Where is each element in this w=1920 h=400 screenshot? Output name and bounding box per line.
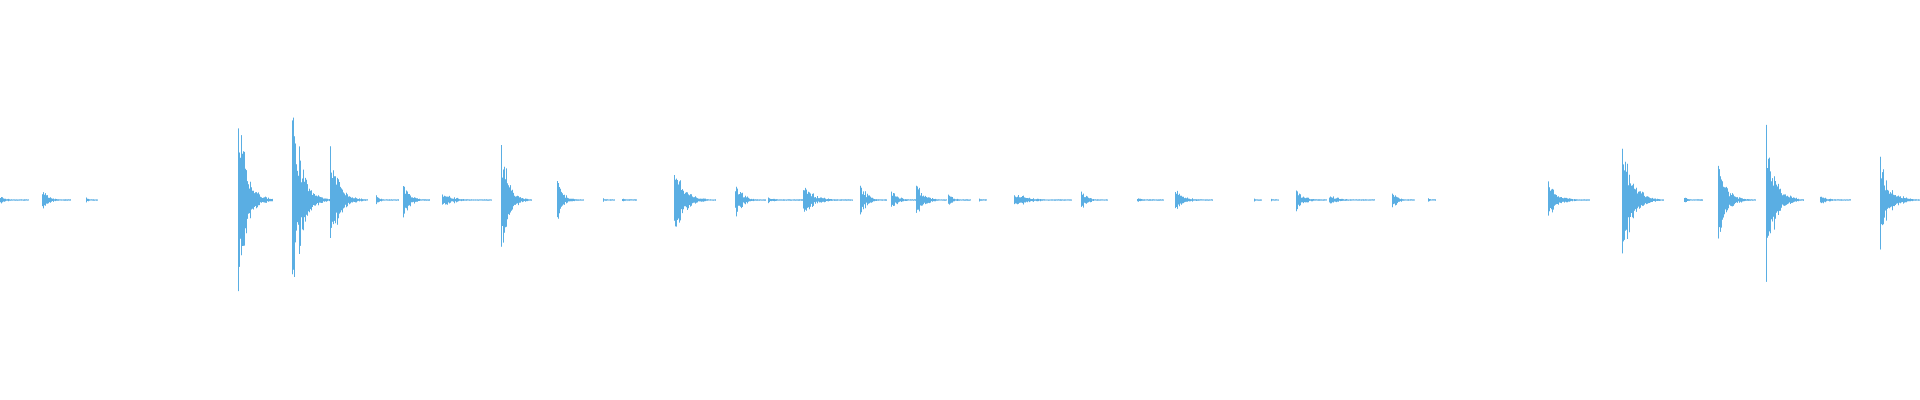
waveform-burst [603,198,615,202]
waveform-burst-peaks [735,186,766,217]
waveform-burst [674,175,716,227]
waveform-burst-peaks [42,192,71,209]
waveform-burst [1820,196,1851,204]
waveform-burst-peaks [1081,191,1108,208]
waveform-burst-peaks [403,186,430,218]
waveform-burst-peaks [916,185,947,213]
waveform-burst-peaks [860,185,887,215]
waveform-burst-peaks [1820,196,1851,204]
waveform-burst-peaks [1329,196,1375,204]
waveform-burst [1014,195,1072,205]
waveform-burst [1622,148,1664,254]
waveform-burst-peaks [1271,198,1279,202]
waveform-burst [557,181,584,219]
waveform-burst-peaks [0,197,29,204]
waveform-burst [768,197,803,204]
waveform-burst [1718,165,1756,239]
waveform-burst-peaks [803,187,853,212]
waveform-burst [1766,124,1804,282]
waveform-burst [330,146,368,238]
waveform-burst-peaks [442,194,492,205]
waveform-burst-peaks [330,146,368,238]
waveform-burst [1428,198,1436,202]
waveform-burst-peaks [768,197,803,204]
waveform-burst [1329,196,1375,204]
waveform-burst-peaks [674,175,716,227]
waveform-burst-peaks [1718,165,1756,239]
waveform-burst [1081,191,1108,208]
waveform-burst [916,185,947,213]
waveform-burst [442,194,492,205]
waveform-burst-peaks [1548,181,1590,216]
waveform-burst-peaks [557,181,584,219]
waveform-burst-peaks [292,117,330,277]
waveform-burst-peaks [501,145,532,247]
waveform-burst-peaks [979,198,987,202]
waveform-burst [1392,193,1415,208]
waveform-burst-peaks [948,194,971,205]
waveform-burst-peaks [622,198,637,202]
waveform-burst-peaks [86,197,98,203]
waveform-burst [948,194,971,205]
waveform-burst-peaks [1014,195,1072,205]
waveform-burst [403,186,430,218]
waveform-peaks [0,117,1920,292]
waveform-burst-peaks [1428,198,1436,202]
waveform-burst-peaks [1766,124,1804,282]
waveform-burst [735,186,766,217]
waveform-burst-peaks [238,128,273,292]
waveform-burst-peaks [1392,193,1415,208]
waveform-burst [803,187,853,212]
waveform-burst [1296,190,1327,212]
waveform-burst [1175,190,1213,209]
waveform-burst [1548,181,1590,216]
waveform-burst-peaks [1880,156,1920,250]
waveform-burst-peaks [603,198,615,202]
waveform-burst [0,197,29,204]
waveform-burst-peaks [1254,198,1262,202]
waveform-burst-peaks [1684,197,1703,203]
waveform-burst-peaks [1137,198,1164,202]
waveform-burst [376,195,399,205]
waveform-burst [238,128,273,292]
waveform-burst [42,192,71,209]
waveform-burst [501,145,532,247]
waveform-burst [1137,198,1164,202]
waveform-burst-peaks [376,195,399,205]
waveform-burst [1254,198,1262,202]
waveform-burst [979,198,987,202]
waveform-burst-peaks [1296,190,1327,212]
waveform-burst [860,185,887,215]
waveform-burst [86,197,98,203]
waveform-burst [1271,198,1279,202]
waveform-burst [1684,197,1703,203]
waveform-burst-peaks [1622,148,1664,254]
waveform-burst [292,117,330,277]
waveform-burst-peaks [1175,190,1213,209]
waveform-burst [622,198,637,202]
waveform-burst [1880,156,1920,250]
